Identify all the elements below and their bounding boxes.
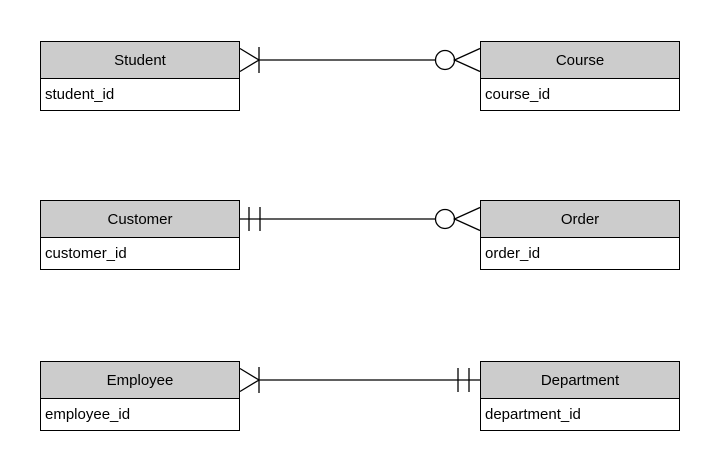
zero-or-many-icon — [434, 47, 481, 73]
one-or-many-icon — [239, 47, 261, 73]
entity-student[interactable]: Student student_id — [40, 41, 240, 111]
entity-department[interactable]: Department department_id — [480, 361, 680, 431]
attribute-label: customer_id — [45, 245, 127, 262]
entity-name-label: Course — [555, 51, 605, 69]
entity-course-body: course_id — [481, 79, 679, 110]
zero-or-many-icon — [434, 206, 481, 232]
entity-name-label: Student — [114, 51, 166, 69]
entity-order-header: Order — [481, 201, 679, 238]
entity-employee[interactable]: Employee employee_id — [40, 361, 240, 431]
entity-order[interactable]: Order order_id — [480, 200, 680, 270]
entity-customer-body: customer_id — [41, 238, 239, 269]
entity-name-label: Employee — [106, 371, 174, 389]
entity-order-body: order_id — [481, 238, 679, 269]
entity-customer[interactable]: Customer customer_id — [40, 200, 240, 270]
entity-student-body: student_id — [41, 79, 239, 110]
relationship-student-course[interactable] — [239, 40, 481, 80]
relationship-customer-order[interactable] — [240, 199, 481, 239]
entity-name-label: Department — [540, 371, 620, 389]
attribute-label: student_id — [45, 86, 115, 103]
entity-student-header: Student — [41, 42, 239, 79]
exactly-one-icon — [457, 368, 470, 392]
entity-employee-header: Employee — [41, 362, 239, 399]
entity-department-header: Department — [481, 362, 679, 399]
attribute-label: department_id — [485, 406, 581, 423]
attribute-label: course_id — [485, 86, 551, 103]
entity-course[interactable]: Course course_id — [480, 41, 680, 111]
entity-employee-body: employee_id — [41, 399, 239, 430]
entity-name-label: Order — [560, 210, 600, 228]
attribute-label: employee_id — [45, 406, 131, 423]
relationship-employee-department[interactable] — [239, 360, 480, 400]
one-or-many-icon — [239, 367, 261, 393]
entity-name-label: Customer — [107, 210, 173, 228]
attribute-label: order_id — [485, 245, 541, 262]
entity-department-body: department_id — [481, 399, 679, 430]
entity-course-header: Course — [481, 42, 679, 79]
entity-customer-header: Customer — [41, 201, 239, 238]
